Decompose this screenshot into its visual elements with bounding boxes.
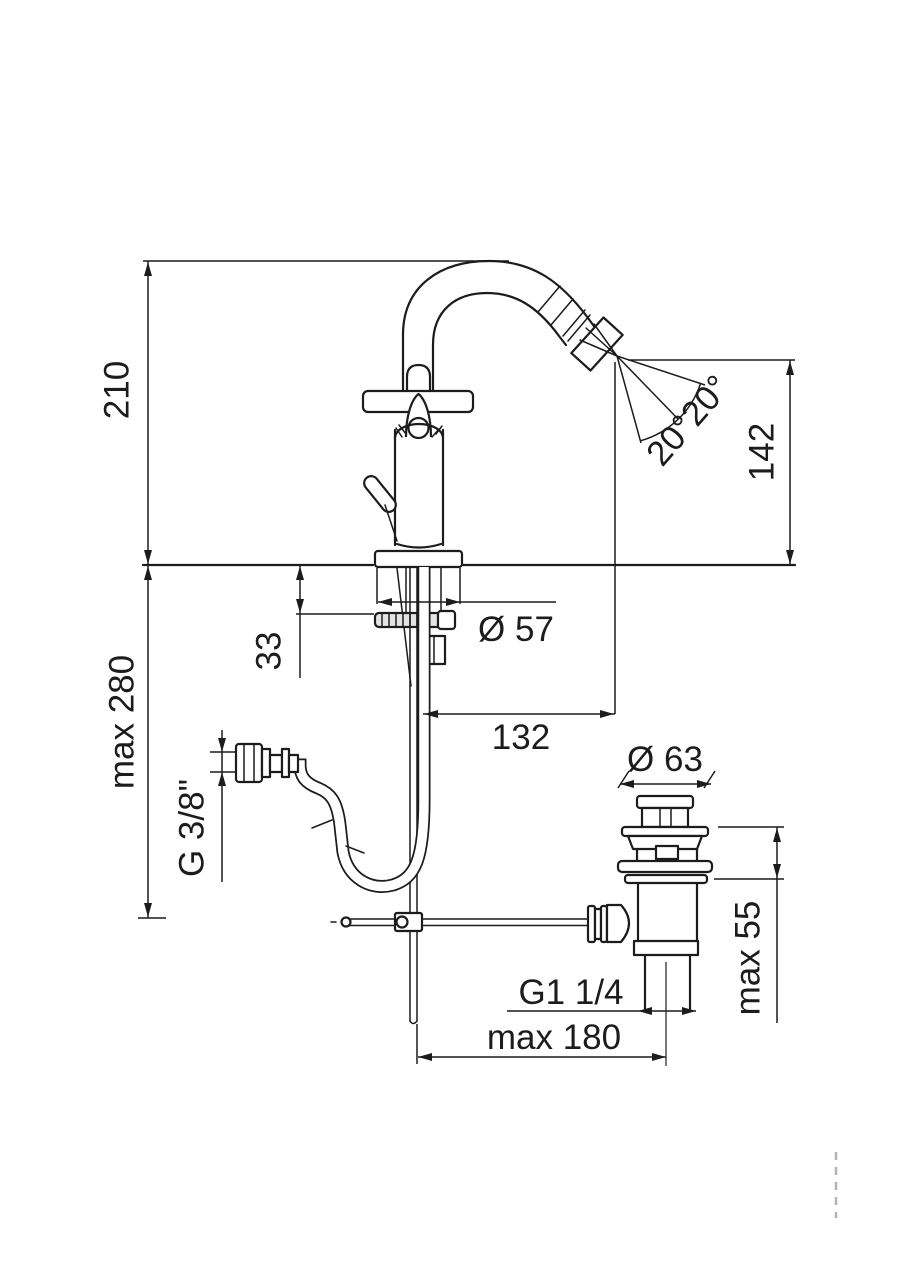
aerator xyxy=(570,316,624,372)
pop-up-drain xyxy=(616,794,714,1013)
faucet-spout xyxy=(401,259,624,394)
base-plate xyxy=(373,549,464,569)
dimension-labels: 210 max 280 33 G 3/8" 142 max 55 20°20° … xyxy=(97,361,781,1057)
rod-guide-fitting xyxy=(426,634,447,666)
handle-hub xyxy=(404,392,433,438)
label-rod-reach-max: max 180 xyxy=(487,1018,621,1057)
label-base-diameter: Ø 57 xyxy=(478,610,554,649)
label-drain-diameter: Ø 63 xyxy=(627,740,703,779)
mounting-washer xyxy=(373,609,457,631)
label-drain-thread: G1 1/4 xyxy=(518,973,623,1012)
drain-flange xyxy=(616,859,714,874)
flexible-hose xyxy=(234,567,431,893)
label-deck-offset: 33 xyxy=(249,632,288,671)
side-lever xyxy=(363,475,397,513)
label-height-total: 210 xyxy=(97,361,136,419)
below-deck-assembly xyxy=(234,566,631,1025)
drain-tailpiece xyxy=(643,953,692,1013)
label-max-depth: max 280 xyxy=(102,655,141,789)
drain-plug-cap xyxy=(635,794,695,810)
hose-nut xyxy=(234,742,300,784)
label-spray-angle: 20°20° xyxy=(639,368,738,473)
label-supply-thread: G 3/8" xyxy=(172,779,211,877)
label-spout-height: 142 xyxy=(742,423,781,481)
faucet-body xyxy=(361,363,475,569)
label-drain-clamp-max: max 55 xyxy=(728,901,767,1016)
pop-up-rod xyxy=(330,903,631,944)
dimension-lines xyxy=(138,260,795,1066)
label-spout-reach: 132 xyxy=(492,718,550,757)
spray-angle xyxy=(616,355,706,444)
drain-locknut xyxy=(632,939,700,957)
